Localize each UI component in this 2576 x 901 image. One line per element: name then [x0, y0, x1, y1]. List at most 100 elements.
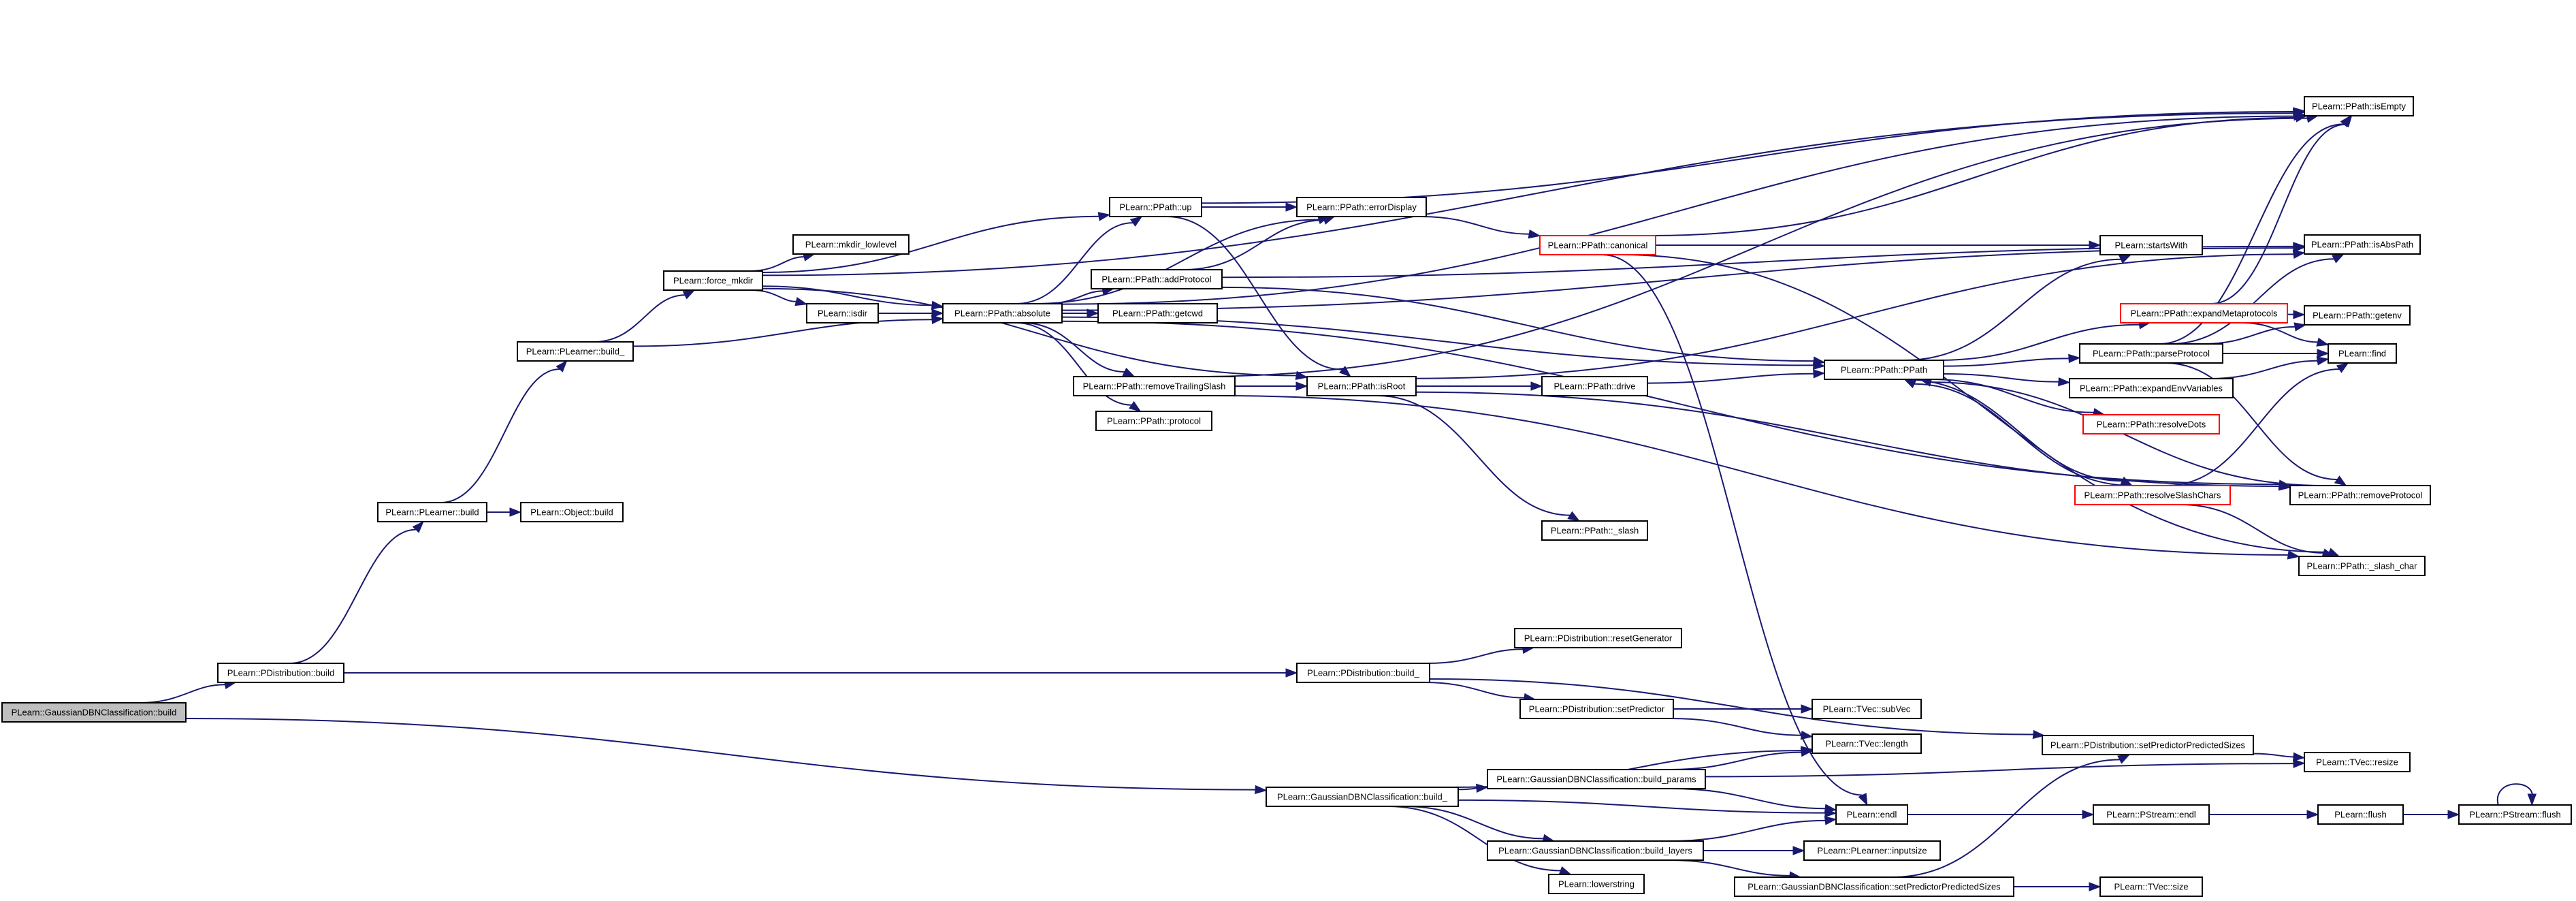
function-node-build-params[interactable]: PLearn::GaussianDBNClassification::build… [1487, 769, 1706, 789]
function-node-inputsize[interactable]: PLearn::PLearner::inputsize [1803, 840, 1941, 861]
call-edge-line [2209, 360, 2318, 379]
call-edge-arrowhead [1903, 379, 1917, 389]
call-edge [878, 309, 944, 318]
function-node-canonical[interactable]: PLearn::PPath::canonical [1539, 235, 1656, 255]
call-edge-arrowhead [1255, 785, 1268, 795]
call-edge-arrowhead [2293, 752, 2306, 762]
call-edge [1620, 254, 2340, 557]
call-edge-line [2159, 123, 2344, 345]
function-node-endl[interactable]: PLearn::endl [1835, 804, 1908, 825]
call-edge [2202, 322, 2307, 345]
function-node-errorDisplay[interactable]: PLearn::PPath::errorDisplay [1296, 197, 1427, 217]
call-edge [1221, 286, 1826, 366]
call-edge-line [1904, 379, 2123, 482]
function-node-label: PLearn::PPath::getcwd [1112, 309, 1203, 319]
call-edge [1893, 754, 2131, 878]
function-node-box [1109, 197, 1202, 217]
function-node-mkdir-lowlevel[interactable]: PLearn::mkdir_lowlevel [792, 234, 909, 255]
function-node-absolute[interactable]: PLearn::PPath::absolute [942, 303, 1063, 323]
function-node-box [806, 303, 879, 323]
function-node-pstream-endl[interactable]: PLearn::PStream::endl [2093, 804, 2210, 825]
call-edge [750, 289, 808, 306]
function-node-gdbn-build-[interactable]: PLearn::GaussianDBNClassification::build… [1266, 787, 1459, 807]
function-node-subVec[interactable]: PLearn::TVec::subVec [1812, 699, 1922, 719]
call-edge-line [1201, 111, 2294, 204]
call-edge [1943, 353, 2081, 367]
function-node-box [377, 502, 487, 522]
function-node-pdist-build-[interactable]: PLearn::PDistribution::build_ [1296, 663, 1430, 683]
function-node-expandMetaprotocols[interactable]: PLearn::PPath::expandMetaprotocols [2120, 303, 2288, 323]
function-node-box [663, 270, 763, 291]
function-node-label: PLearn::mkdir_lowlevel [805, 240, 897, 250]
function-node-resize[interactable]: PLearn::TVec::resize [2304, 752, 2411, 772]
function-node-label: PLearn::force_mkdir [673, 276, 754, 286]
function-node-force-mkdir[interactable]: PLearn::force_mkdir [663, 270, 763, 291]
function-node-isAbsPath[interactable]: PLearn::PPath::isAbsPath [2304, 234, 2421, 255]
function-node-plearner-build-[interactable]: PLearn::PLearner::build_ [517, 341, 634, 362]
function-node-label: PLearn::PPath::isEmpty [2312, 101, 2406, 112]
function-node-label: PLearn::lowerstring [1558, 879, 1635, 889]
function-node-parseProtocol[interactable]: PLearn::PPath::parseProtocol [2079, 343, 2223, 364]
function-node-isRoot[interactable]: PLearn::PPath::isRoot [1306, 376, 1417, 396]
function-node-addProtocol[interactable]: PLearn::PPath::addProtocol [1091, 269, 1223, 289]
function-node-isEmpty[interactable]: PLearn::PPath::isEmpty [2304, 96, 2414, 116]
function-node-resetGenerator[interactable]: PLearn::PDistribution::resetGenerator [1514, 628, 1682, 648]
function-node-find[interactable]: PLearn::find [2328, 343, 2397, 364]
function-node-pdist-build[interactable]: PLearn::PDistribution::build [217, 663, 344, 683]
function-node-box [2317, 804, 2404, 825]
call-edge [2159, 114, 2352, 345]
function-node-resolveDots[interactable]: PLearn::PPath::resolveDots [2082, 414, 2220, 434]
call-edge [1022, 322, 1136, 377]
call-edge-arrowhead [2117, 754, 2131, 764]
call-edge [2223, 349, 2330, 358]
function-node-box [1541, 520, 1648, 541]
call-edge-line [762, 285, 933, 306]
call-edge-arrowhead [1295, 370, 1308, 380]
function-node-up[interactable]: PLearn::PPath::up [1109, 197, 1202, 217]
function-node-slash-char[interactable]: PLearn::PPath::_slash_char [2298, 556, 2426, 576]
function-node-label: PLearn::GaussianDBNClassification::build… [1277, 792, 1448, 802]
function-node-startsWith[interactable]: PLearn::startsWith [2099, 235, 2203, 255]
call-edge-line [1937, 323, 2140, 361]
function-node-resolveSlashChars[interactable]: PLearn::PPath::resolveSlashChars [2074, 485, 2231, 505]
function-node-plearner-build[interactable]: PLearn::PLearner::build [377, 502, 487, 522]
call-edge-line [1705, 763, 2294, 778]
call-edge [440, 360, 568, 503]
function-node-slash[interactable]: PLearn::PPath::_slash [1541, 520, 1648, 541]
function-node-label: PLearn::PPath::canonical [1548, 240, 1648, 251]
function-node-getcwd[interactable]: PLearn::PPath::getcwd [1097, 303, 1218, 323]
call-edge-arrowhead [2336, 362, 2349, 373]
call-edge-line [1016, 322, 1132, 406]
call-edge-arrowhead [1097, 212, 1111, 221]
function-node-pstream-flush[interactable]: PLearn::PStream::flush [2458, 804, 2572, 825]
function-node-flush[interactable]: PLearn::flush [2317, 804, 2404, 825]
call-edge [632, 315, 944, 347]
function-node-protocol[interactable]: PLearn::PPath::protocol [1095, 411, 1212, 431]
function-node-length[interactable]: PLearn::TVec::length [1812, 733, 1922, 754]
function-node-build-layers[interactable]: PLearn::GaussianDBNClassification::build… [1487, 840, 1704, 861]
function-node-removeTrailingSlash[interactable]: PLearn::PPath::removeTrailingSlash [1073, 376, 1236, 396]
call-edge-arrowhead [1824, 816, 1837, 825]
call-edge-arrowhead [794, 297, 808, 306]
function-node-object-build[interactable]: PLearn::Object::build [520, 502, 624, 522]
call-edge-arrowhead [1792, 846, 1805, 855]
function-node-expandEnvVariables[interactable]: PLearn::PPath::expandEnvVariables [2069, 378, 2234, 398]
call-edge [2165, 362, 2347, 486]
function-node-lowerstring[interactable]: PLearn::lowerstring [1548, 874, 1645, 894]
function-node-box [1073, 376, 1236, 396]
function-node-ppath[interactable]: PLearn::PPath::PPath [1824, 360, 1944, 380]
function-node-box [2304, 96, 2414, 116]
function-node-tvec-size[interactable]: PLearn::TVec::size [2099, 876, 2203, 897]
function-node-box [1803, 840, 1941, 861]
function-node-drive[interactable]: PLearn::PPath::drive [1541, 376, 1648, 396]
function-node-box [2304, 234, 2421, 255]
function-node-removeProtocol[interactable]: PLearn::PPath::removeProtocol [2289, 485, 2431, 505]
function-node-setPredictorPredictedSizes[interactable]: PLearn::PDistribution::setPredictorPredi… [2042, 735, 2254, 755]
function-node-getenv[interactable]: PLearn::PPath::getenv [2304, 305, 2411, 326]
function-node-setPredictor[interactable]: PLearn::PDistribution::setPredictor [1519, 699, 1674, 719]
call-edge [1705, 759, 2306, 778]
function-node-label: PLearn::PPath::expandEnvVariables [2080, 383, 2223, 394]
function-node-gdbn-setPPS[interactable]: PLearn::GaussianDBNClassification::setPr… [1734, 876, 2014, 897]
function-node-isdir[interactable]: PLearn::isdir [806, 303, 879, 323]
function-node-label: PLearn::GaussianDBNClassification::build [12, 708, 177, 718]
